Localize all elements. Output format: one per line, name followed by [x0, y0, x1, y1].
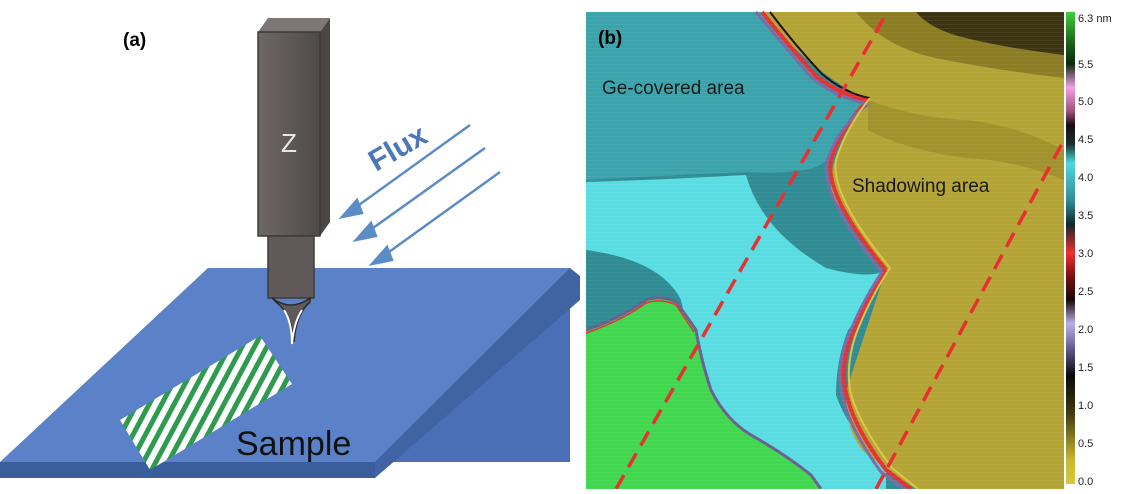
probe-z-label: Z: [281, 128, 297, 158]
colorbar-tick: 6.3 nm: [1078, 13, 1112, 25]
colorbar-tick: 0.0: [1078, 476, 1093, 488]
panel-a: Z Flux Sample (a): [0, 18, 580, 478]
sample-side-face: [375, 268, 580, 478]
sample-front-face: [0, 462, 375, 478]
colorbar-tick: 4.0: [1078, 172, 1093, 184]
stm-probe: Z: [257, 18, 330, 345]
flux-label: Flux: [363, 118, 433, 178]
dashed-line-1: [614, 17, 886, 490]
colorbar-tick: 5.5: [1078, 59, 1093, 71]
panel-a-label: (a): [123, 30, 147, 51]
sample-label: Sample: [236, 425, 351, 463]
shadowing-label: Shadowing area: [852, 176, 990, 197]
ge-covered-label: Ge-covered area: [602, 78, 745, 99]
colorbar: [1066, 12, 1075, 484]
colorbar-tick: 2.5: [1078, 286, 1093, 298]
stm-schematic: Z Flux Sample: [0, 18, 580, 478]
colorbar-tick: 3.5: [1078, 210, 1093, 222]
flux-arrows: [338, 123, 501, 266]
colorbar-tick: 0.5: [1078, 438, 1093, 450]
colorbar-tick: 4.5: [1078, 134, 1093, 146]
panel-b: Ge-covered area Shadowing area 6.3 nm 5.…: [585, 0, 1121, 491]
afm-height-map: [585, 10, 1066, 491]
dashed-line-2: [874, 139, 1066, 490]
flux-arrow-1: [351, 123, 471, 212]
afm-image: Ge-covered area Shadowing area 6.3 nm 5.…: [585, 10, 1112, 491]
flux-arrow-3: [381, 170, 501, 259]
colorbar-tick: 5.0: [1078, 96, 1093, 108]
flux-arrow-2: [365, 146, 486, 235]
colorbar-tick: 3.0: [1078, 248, 1093, 260]
nanowire-deposit: [120, 336, 292, 470]
colorbar-tick: 1.5: [1078, 362, 1093, 374]
colorbar-tick: 1.0: [1078, 400, 1093, 412]
colorbar-tick: 2.0: [1078, 324, 1093, 336]
panel-b-label: (b): [598, 28, 623, 49]
colorbar-ticks: 6.3 nm 5.5 5.0 4.5 4.0 3.5 3.0 2.5 2.0 1…: [1078, 13, 1112, 488]
